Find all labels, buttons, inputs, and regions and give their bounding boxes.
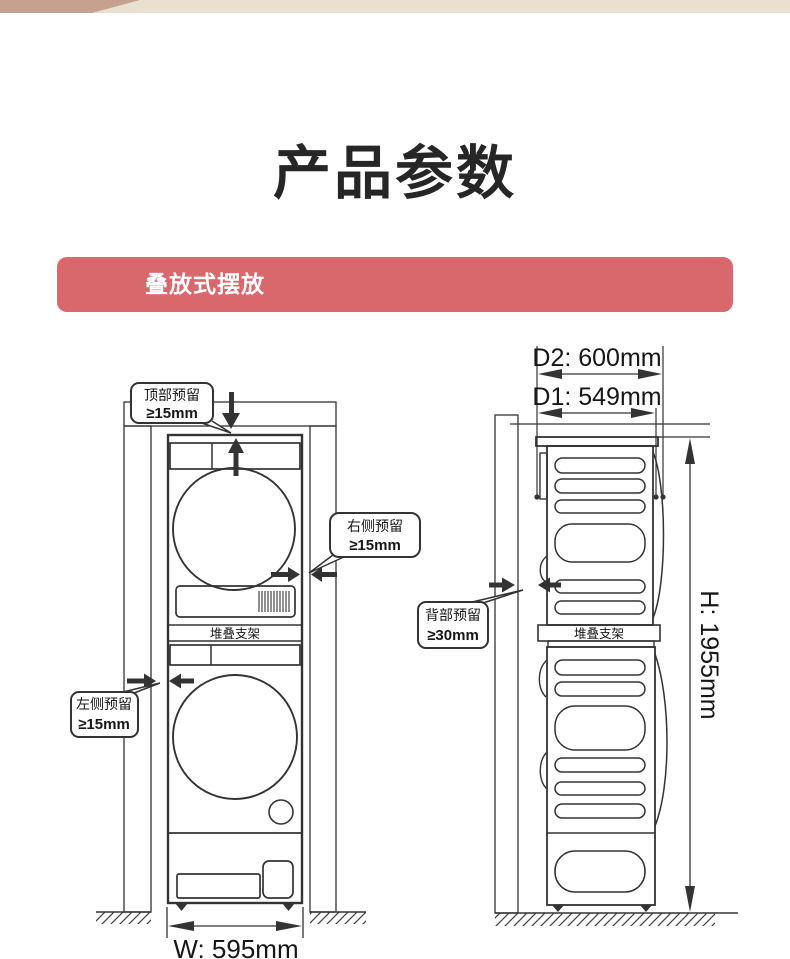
front-stack-bracket [167,624,303,642]
dryer-door-bulge [652,451,665,619]
section-banner-label: 叠放式摆放 [145,271,265,297]
washer-drawer [262,860,294,899]
washer-kick-panel [176,873,261,899]
dryer-door [172,467,296,591]
svg-text:≥15mm: ≥15mm [349,537,401,554]
washer-door-bulge [654,653,668,827]
width-dimension: W: 595mm [166,907,304,959]
top-clearance-callout: 顶部预留 ≥15mm [130,382,232,434]
dryer-side-vents [554,457,646,615]
height-dimension: H: 1955mm [685,438,723,912]
svg-text:背部预留: 背部预留 [425,607,481,623]
svg-text:≥15mm: ≥15mm [78,716,130,733]
svg-text:右侧预留: 右侧预留 [347,518,403,534]
back-clearance-arrows [489,577,561,593]
top-decor-strip [0,0,790,13]
washer-base-vent [554,850,646,893]
section-banner: 叠放式摆放 [57,257,733,312]
dryer-vent-grille [258,591,290,612]
washer-side-vents [554,659,646,819]
height-dimension-label: H: 1955mm [695,590,723,719]
side-view-diagram: 堆叠支架 [417,344,738,926]
svg-text:左侧预留: 左侧预留 [76,696,132,712]
front-wall-hatching [96,401,366,924]
d1-dimension-label: D1: 549mm [532,383,661,411]
width-dimension-label: W: 595mm [173,934,298,959]
back-clearance-callout: 背部预留 ≥30mm [417,589,524,649]
top-clearance-arrows [222,392,244,476]
side-top-cap [535,436,659,447]
front-machine-outline [166,433,304,905]
svg-text:顶部预留: 顶部预留 [144,387,200,403]
washer-control-panel [169,644,301,666]
d2-dimension-label: D2: 600mm [532,344,661,372]
side-wall-hatching [494,414,738,926]
side-stack-bracket-label: 堆叠支架 [574,627,624,641]
front-view-diagram: 堆叠支架 W: 595mm [70,382,421,959]
installation-diagram: 堆叠支架 W: 595mm [70,344,738,959]
left-clearance-callout: 左侧预留 ≥15mm [70,682,161,738]
front-stack-bracket-label: 堆叠支架 [210,627,260,641]
depth-dimensions: D2: 600mm D1: 549mm [532,344,666,500]
side-machine: 堆叠支架 [535,436,668,912]
washer-pump-cover [268,799,294,825]
page-title: 产品参数 [272,141,517,206]
right-clearance-arrows [271,567,337,582]
dryer-back-duct [539,452,548,500]
washer-door [172,674,298,800]
svg-text:≥30mm: ≥30mm [427,627,479,644]
svg-text:≥15mm: ≥15mm [146,405,198,422]
front-machine: 堆叠支架 [166,433,304,911]
right-clearance-callout: 右侧预留 ≥15mm [308,512,421,574]
top-reference-lines [510,423,710,438]
dryer-bottom-panel [175,585,296,618]
top-decor-accent [0,0,140,13]
left-clearance-arrows [127,673,194,689]
washer-side-body [546,646,656,906]
